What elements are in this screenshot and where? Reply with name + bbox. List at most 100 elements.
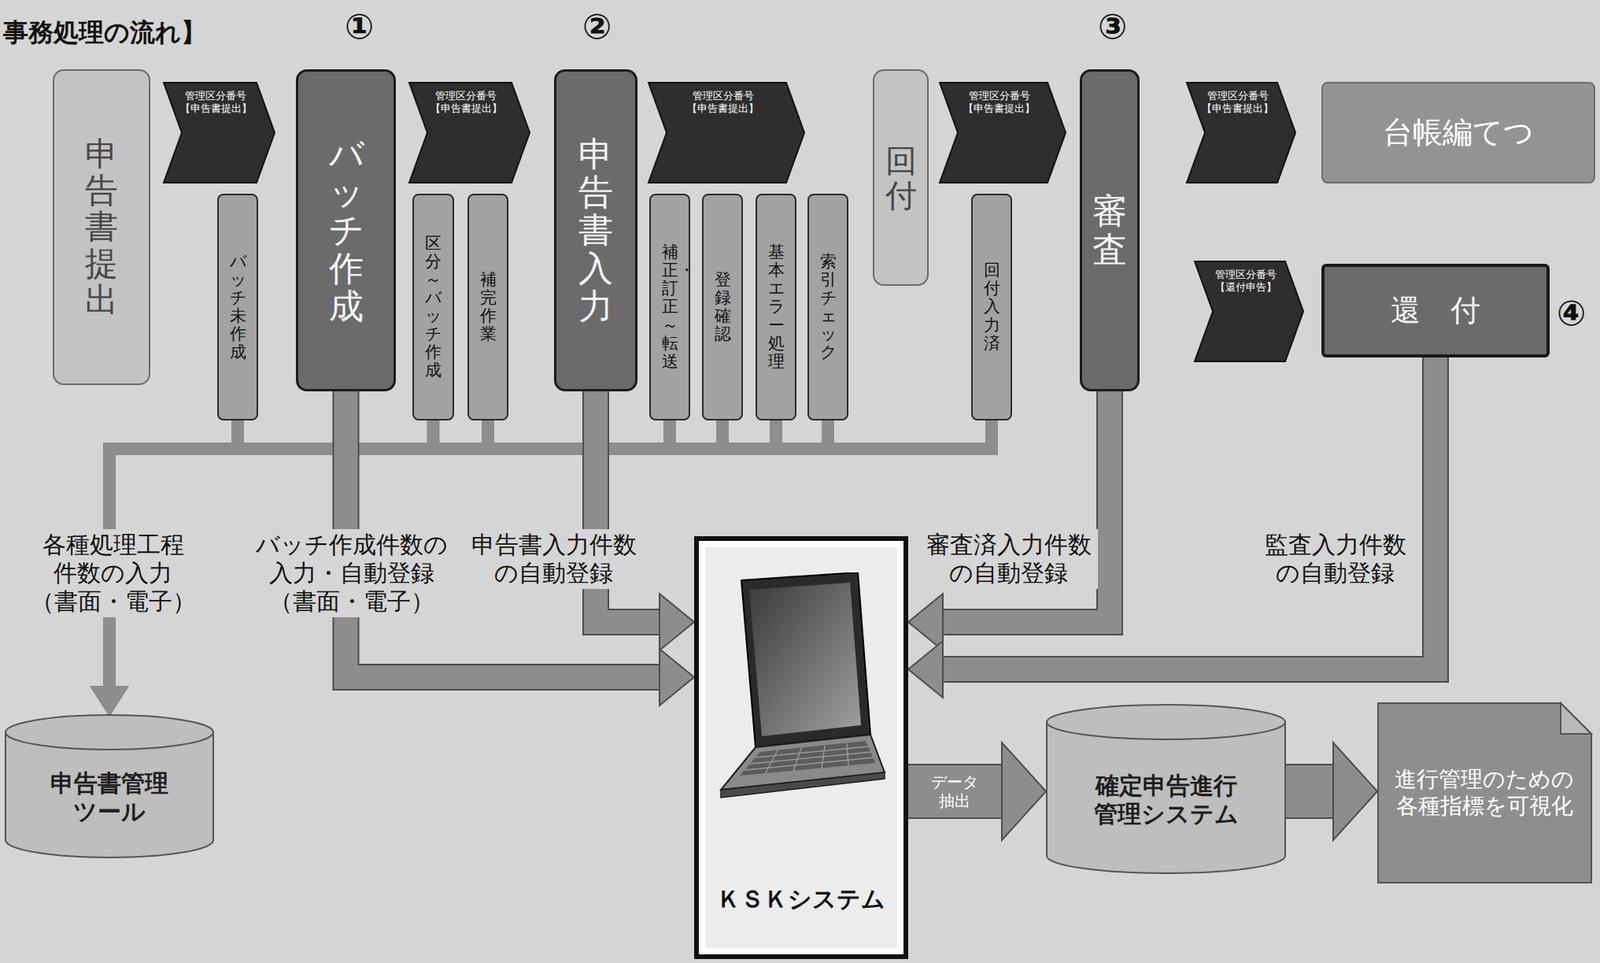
callout-number: ① <box>344 6 374 49</box>
arrow-outline <box>908 763 1003 819</box>
cyl-body <box>1046 704 1286 873</box>
arrow-head <box>91 686 128 715</box>
label-anchor: ① <box>344 6 374 49</box>
arrow-head <box>91 686 128 715</box>
edge-label: データ 抽出 <box>925 770 984 812</box>
document-step: 回付 <box>872 69 929 286</box>
chev-body <box>163 82 275 183</box>
vertical-label: バッチ未作成 <box>229 252 247 363</box>
edge-label-anchor: 各種処理工程 件数の入力 （書面・電子） <box>23 528 203 618</box>
chevron-arrow: 管理区分番号 【申告書提出】 <box>162 81 276 184</box>
vertical-label: 補正・訂正～転送 <box>661 243 679 371</box>
arrow-head <box>91 686 128 715</box>
chevron-arrow: 管理区分番号 【申告書提出】 <box>1186 81 1297 184</box>
arrow-head <box>908 640 943 698</box>
flow-arrow <box>908 742 1046 840</box>
arrow-body <box>1285 764 1334 817</box>
cylinder-rim <box>5 731 214 750</box>
vertical-label: 申告書入力 <box>578 135 614 326</box>
arrow-head <box>91 686 128 715</box>
laptop-keys <box>744 742 874 774</box>
arrow-head <box>1001 742 1046 840</box>
edge-label: バッチ作成件数の 入力・自動登録 （書面・電子） <box>250 528 453 618</box>
callout-number: ② <box>582 6 612 49</box>
doc-body <box>1378 702 1592 883</box>
node-label: 管理区分番号 【申告書提出】 <box>962 89 1038 115</box>
node-label: 管理区分番号 【還付申告】 <box>1208 268 1284 293</box>
database: 申告書管理 ツール <box>4 714 215 858</box>
vertical-label: バッチ作成 <box>328 135 364 326</box>
process-step: 申告書入力 <box>554 69 638 392</box>
node-label: 申告書管理 ツール <box>47 768 173 826</box>
edge-label-anchor: 監査入力件数 の自動登録 <box>1257 528 1413 589</box>
chev-body <box>1194 261 1304 362</box>
page-fold <box>1560 702 1592 734</box>
arrow-head <box>659 593 695 651</box>
cylinder-rim <box>1046 721 1286 740</box>
flow-arrow <box>595 391 695 651</box>
edge-label: 各種処理工程 件数の入力 （書面・電子） <box>23 528 203 618</box>
chev-body <box>1186 82 1296 183</box>
edge-label-anchor: バッチ作成件数の 入力・自動登録 （書面・電子） <box>250 528 453 618</box>
database: 確定申告進行 管理システム <box>1045 704 1286 873</box>
sub-task: 区分～バッチ作成 <box>412 193 455 421</box>
callout-number: ④ <box>1556 292 1586 335</box>
node-label: 管理区分番号 【申告書提出】 <box>1200 89 1276 115</box>
edge-label: 監査入力件数 の自動登録 <box>1257 528 1413 589</box>
arrow-head <box>91 686 128 715</box>
diagram-title: 事務処理の流れ】 <box>3 15 207 51</box>
arrow-head <box>1333 742 1378 840</box>
vertical-label: 回付 <box>885 143 917 213</box>
chev-body <box>409 82 530 183</box>
report-document: 進行管理のための 各種指標を可視化 <box>1377 702 1593 884</box>
callout-number: ③ <box>1097 6 1128 49</box>
vertical-label: 区分～バッチ作成 <box>424 234 442 381</box>
process-step: バッチ作成 <box>295 69 396 392</box>
chev-body <box>648 82 805 183</box>
chevron-arrow: 管理区分番号 【申告書提出】 <box>408 81 531 184</box>
document-step: 申告書提出 <box>52 69 151 385</box>
node-label: 管理区分番号 【申告書提出】 <box>178 89 254 115</box>
node-label: 進行管理のための 各種指標を可視化 <box>1393 765 1576 819</box>
laptop-illustration <box>714 572 888 801</box>
arrow-head <box>91 686 128 715</box>
chevron-arrow: 管理区分番号 【還付申告】 <box>1193 260 1305 363</box>
process-step: 還 付 <box>1321 263 1550 358</box>
vertical-label: 登録確認 <box>714 270 732 344</box>
node-label: 還 付 <box>1390 292 1481 329</box>
cyl-body <box>5 714 214 858</box>
arrow-body <box>942 357 1436 669</box>
laptop-front <box>720 772 885 798</box>
sub-task: バッチ未作成 <box>217 193 259 421</box>
arrow-outline <box>942 357 1436 669</box>
sub-task: 索引チェック <box>807 193 849 421</box>
vertical-label: 回付入力済 <box>983 261 1001 352</box>
vertical-label: 審査 <box>1092 192 1128 269</box>
flow-arrow <box>908 391 1110 651</box>
output-step: 台帳編てつ <box>1321 81 1596 184</box>
arrow-body <box>908 764 1003 817</box>
vertical-label: 索引チェック <box>820 252 837 363</box>
sub-task: 回付入力済 <box>971 193 1013 421</box>
node-label: 管理区分番号 【申告書提出】 <box>686 89 762 115</box>
laptop-screen <box>749 582 861 736</box>
label-anchor: ④ <box>1556 292 1586 335</box>
chev-body <box>939 82 1066 183</box>
process-step: 審査 <box>1079 69 1140 392</box>
arrow-head <box>91 686 128 715</box>
sub-task: 補正・訂正～転送 <box>649 193 691 421</box>
label-anchor: ② <box>582 6 612 49</box>
laptop-keyboard <box>739 740 876 776</box>
arrow-body <box>109 420 776 688</box>
vertical-label: 基本エラー処理 <box>768 243 785 371</box>
arrow-outline <box>1285 763 1334 819</box>
node-label: 管理区分番号 【申告書提出】 <box>428 89 504 115</box>
laptop-lid <box>741 572 871 747</box>
edge-label: 審査済入力件数 の自動登録 <box>919 528 1098 589</box>
sub-task: 登録確認 <box>702 193 743 421</box>
sub-task: 基本エラー処理 <box>755 193 797 421</box>
arrow-head <box>91 686 128 715</box>
edge-label-anchor: 申告書入力件数 の自動登録 <box>464 528 643 589</box>
vertical-label: 申告書提出 <box>84 136 119 318</box>
